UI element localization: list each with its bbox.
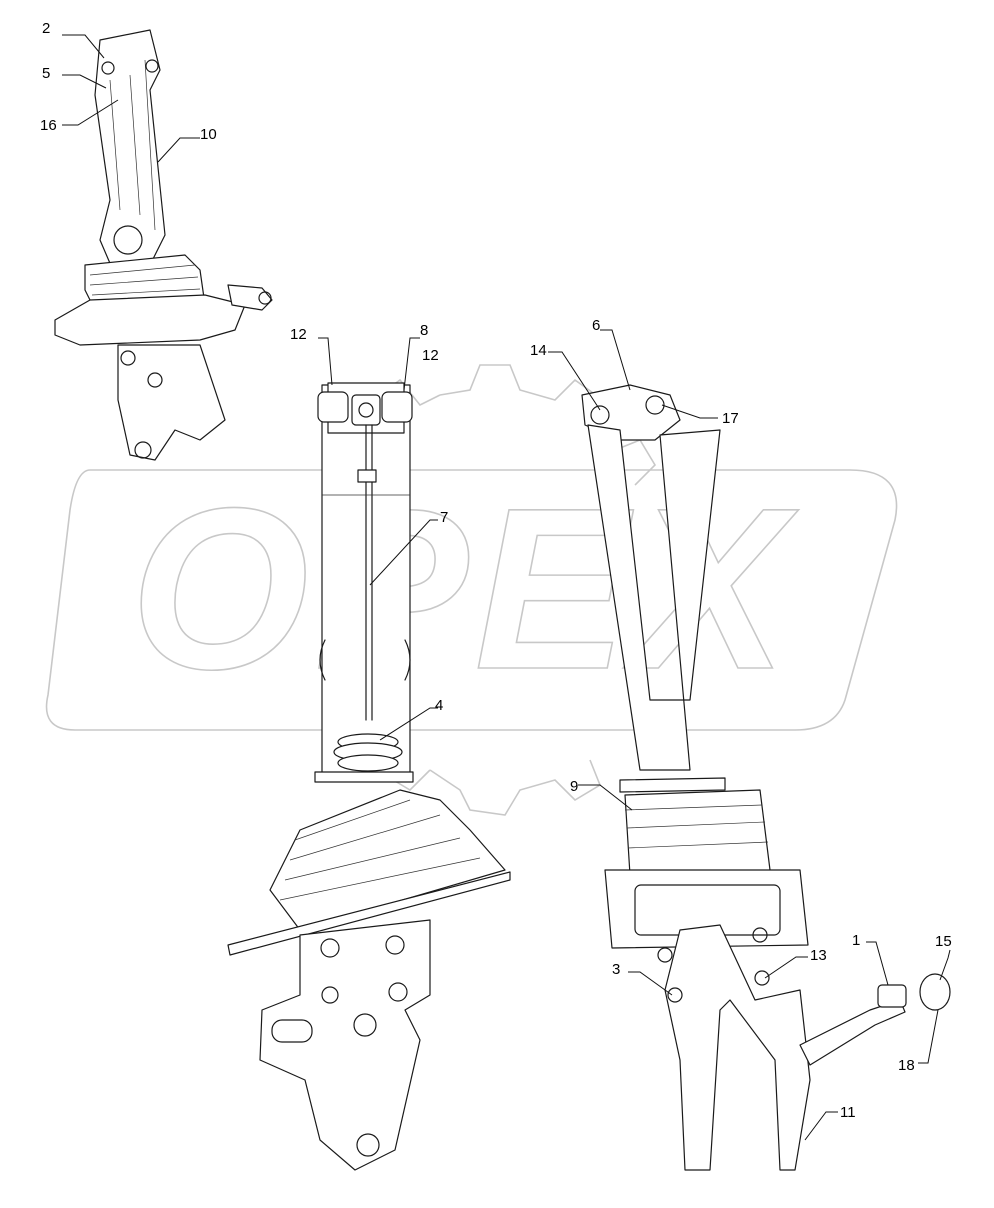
bolt-head (147, 372, 163, 388)
collar (314, 771, 414, 783)
callout-8: 8 (420, 322, 428, 339)
watermark-rounded-frame (45, 469, 898, 731)
side-arm (799, 999, 906, 1066)
yoke-bushing-left (317, 391, 349, 423)
side-collar (619, 777, 726, 793)
pivot-hole (356, 1133, 380, 1157)
callout-7: 7 (440, 509, 448, 526)
bolt-head (657, 947, 673, 963)
rod-nut (357, 469, 377, 483)
callout-4: 4 (435, 697, 443, 714)
callout-13: 13 (810, 947, 827, 964)
pivot-hole (353, 1013, 377, 1037)
callout-1: 1 (852, 932, 860, 949)
bolt-head (388, 982, 408, 1002)
callout-17: 17 (722, 410, 739, 427)
bolt-head (321, 986, 339, 1004)
arm-nut (877, 984, 907, 1008)
yoke-center (351, 394, 381, 426)
callout-labels: 2 5 16 10 12 8 12 7 4 6 14 17 9 3 13 1 1… (40, 20, 952, 1121)
ball-end (919, 973, 951, 1011)
side-bracket (664, 924, 811, 1171)
callout-15: 15 (935, 933, 952, 950)
callout-6: 6 (592, 317, 600, 334)
leader-lines (62, 34, 951, 1141)
bolt-head (752, 927, 768, 943)
joystick-front-view (227, 382, 511, 1171)
callout-14: 14 (530, 342, 547, 359)
lower-bracket (117, 344, 226, 461)
ball-joint (113, 225, 143, 255)
bolt-head (667, 987, 683, 1003)
callout-11: 11 (840, 1104, 856, 1121)
callout-3: 3 (612, 961, 620, 978)
bolt-head (120, 350, 136, 366)
front-boot (269, 789, 506, 931)
callout-10: 10 (200, 126, 217, 143)
side-link (227, 284, 273, 311)
joystick-assembled-view (54, 29, 273, 461)
bolt-head (754, 970, 770, 986)
mount-plate (54, 294, 246, 346)
callout-5: 5 (42, 65, 50, 82)
side-boot (624, 789, 771, 876)
side-lever (587, 424, 721, 771)
front-mount-plate (227, 871, 511, 956)
front-bracket (259, 919, 431, 1171)
callout-9: 9 (570, 778, 578, 795)
side-nut (590, 405, 610, 425)
bolt-head (385, 935, 405, 955)
side-pin (645, 395, 665, 415)
link-ball (258, 291, 272, 305)
top-nut (101, 61, 115, 75)
joystick-side-view (581, 384, 951, 1171)
top-pin (145, 59, 159, 73)
pivot-hole (134, 441, 152, 459)
callout-16: 16 (40, 117, 57, 134)
slot-hole (271, 1019, 313, 1043)
callout-12-right: 12 (422, 347, 439, 364)
callout-18: 18 (898, 1057, 915, 1074)
callout-12-left: 12 (290, 326, 307, 343)
side-slots (319, 639, 411, 681)
bolt-head (320, 938, 340, 958)
callout-2: 2 (42, 20, 50, 37)
yoke-bushing-right (381, 391, 413, 423)
